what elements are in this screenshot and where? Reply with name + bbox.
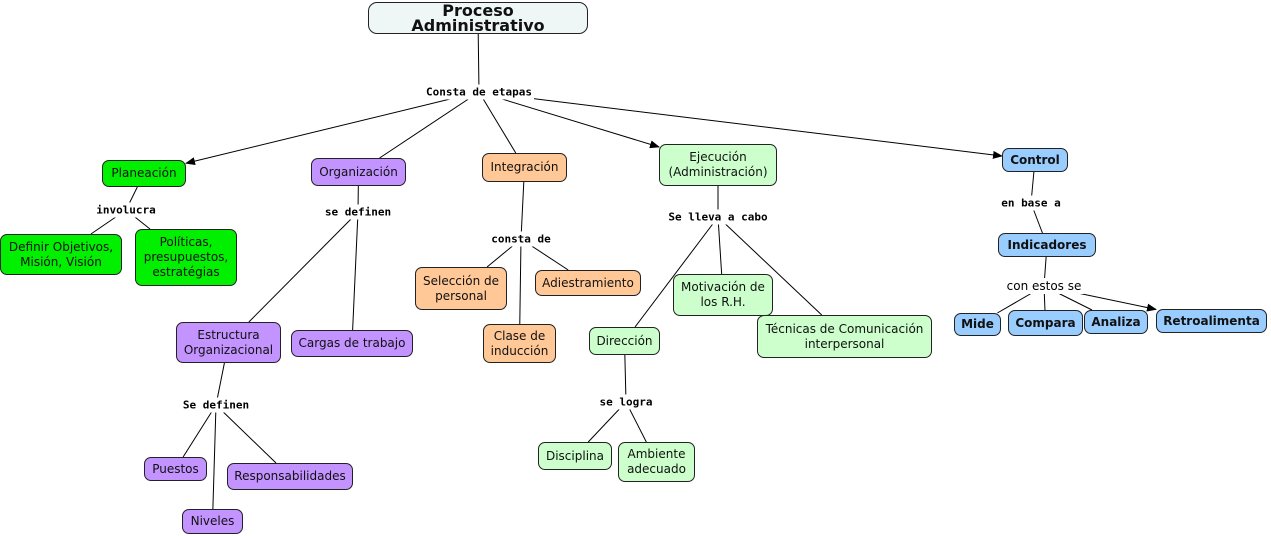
link-label-selleva: Se lleva a cabo bbox=[666, 209, 770, 225]
concept-organizacion[interactable]: Organización bbox=[311, 158, 406, 186]
concept-ejecucion[interactable]: Ejecución (Administración) bbox=[659, 144, 777, 186]
concept-motivacion[interactable]: Motivación de los R.H. bbox=[673, 274, 773, 316]
link-sedefinen1-estructura bbox=[248, 211, 359, 323]
concept-estructura[interactable]: Estructura Organizacional bbox=[176, 322, 281, 363]
link-etapas-ejecucion bbox=[478, 91, 660, 149]
concept-puestos[interactable]: Puestos bbox=[144, 457, 207, 481]
concept-planeacion[interactable]: Planeación bbox=[102, 160, 186, 187]
link-etapas-integracion bbox=[478, 91, 517, 154]
concept-indicadores[interactable]: Indicadores bbox=[998, 233, 1096, 257]
concept-retro[interactable]: Retroalimenta bbox=[1156, 309, 1267, 333]
concept-integracion[interactable]: Integración bbox=[482, 153, 567, 182]
concept-mide[interactable]: Mide bbox=[954, 313, 1001, 336]
link-sedefinen2-puestos bbox=[182, 404, 217, 458]
link-label-involucra: involucra bbox=[94, 202, 158, 218]
concept-politicas[interactable]: Políticas, presupuestos, estratégias bbox=[135, 229, 237, 286]
concept-cargas[interactable]: Cargas de trabajo bbox=[291, 330, 413, 357]
concept-definir[interactable]: Definir Objetivos, Misión, Visión bbox=[0, 234, 122, 275]
link-label-conestos: con estos se bbox=[1004, 278, 1084, 294]
link-selleva-motivacion bbox=[717, 216, 723, 275]
link-constade-clase bbox=[519, 238, 522, 325]
concept-title[interactable]: Proceso Administrativo bbox=[368, 2, 588, 34]
concept-tecnicas[interactable]: Técnicas de Comunicación interpersonal bbox=[757, 315, 932, 358]
link-integracion-constade bbox=[520, 181, 525, 240]
concept-compara[interactable]: Compara bbox=[1008, 310, 1083, 336]
concept-seleccion[interactable]: Selección de personal bbox=[415, 267, 507, 310]
concept-responsabilidades[interactable]: Responsabilidades bbox=[227, 463, 353, 490]
link-sedefinen1-cargas bbox=[352, 211, 359, 331]
link-label-etapas: Consta de etapas bbox=[424, 84, 534, 100]
link-label-sedefinen1: se definen bbox=[322, 204, 394, 220]
link-etapas-planeacion bbox=[185, 91, 480, 166]
concept-ambiente[interactable]: Ambiente adecuado bbox=[618, 442, 695, 482]
link-direccion-selogra bbox=[624, 354, 627, 403]
link-label-constade: consta de bbox=[489, 231, 553, 247]
link-etapas-control bbox=[478, 91, 1003, 159]
link-label-sedefinen2: Se definen bbox=[180, 397, 252, 413]
link-title-etapas bbox=[477, 33, 480, 93]
concept-niveles[interactable]: Niveles bbox=[182, 509, 243, 534]
concept-analiza[interactable]: Analiza bbox=[1084, 310, 1148, 334]
concept-clase[interactable]: Clase de inducción bbox=[483, 324, 556, 363]
concept-adiestramiento[interactable]: Adiestramiento bbox=[535, 270, 641, 296]
concept-control[interactable]: Control bbox=[1002, 148, 1068, 172]
link-sedefinen2-responsabilidades bbox=[215, 404, 277, 464]
link-sedefinen2-niveles bbox=[212, 404, 217, 510]
link-label-enbase: en base a bbox=[999, 195, 1063, 211]
link-selleva-tecnicas bbox=[717, 216, 823, 316]
link-selleva-direccion bbox=[634, 216, 719, 328]
concept-direccion[interactable]: Dirección bbox=[589, 327, 660, 355]
link-label-selogra: se logra bbox=[597, 394, 655, 410]
link-etapas-organizacion bbox=[379, 91, 480, 159]
concept-disciplina[interactable]: Disciplina bbox=[538, 442, 612, 470]
